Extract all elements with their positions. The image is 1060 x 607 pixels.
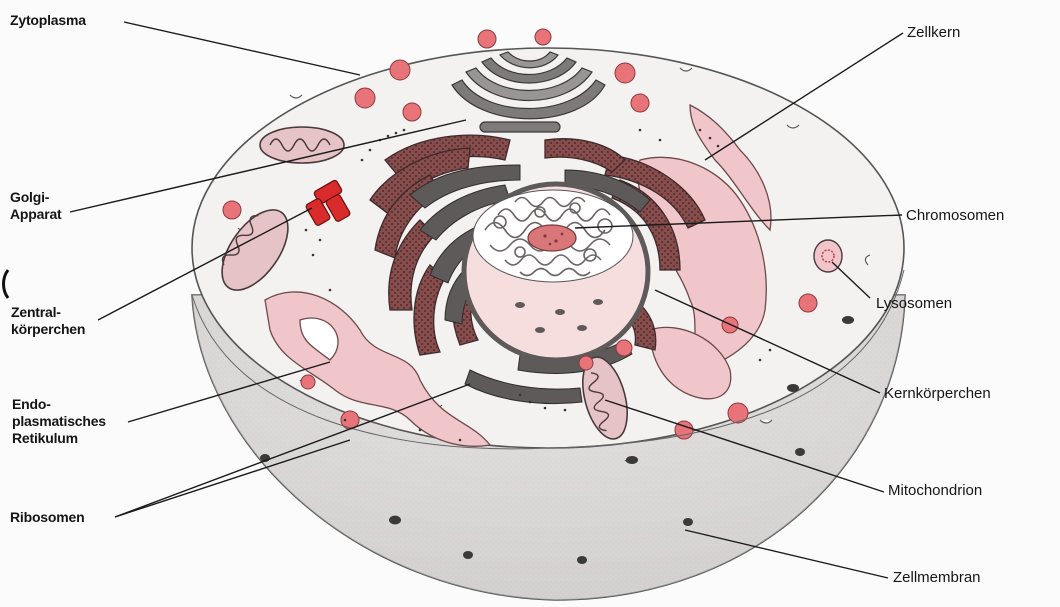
label-ribosomen: Ribosomen [10,509,84,526]
label-zentral-line2: körperchen [11,321,85,338]
label-zentral-line1: Zentral- [11,304,85,321]
label-lysosomen: Lysosomen [876,295,952,312]
label-golgi-apparat: Golgi- Apparat [10,189,62,223]
label-zytoplasma: Zytoplasma [10,12,86,29]
kernkoerperchen [528,225,576,251]
label-mitochondrion: Mitochondrion [888,482,982,499]
edge-fragment [4,270,9,298]
label-endo-line2: plasmatisches [12,413,106,430]
label-zellkern: Zellkern [907,24,960,41]
label-golgi-line2: Apparat [10,206,62,223]
label-endo-line1: Endo- [12,396,106,413]
label-zellmembran: Zellmembran [893,569,981,586]
label-zentralkoerperchen: Zentral- körperchen [11,304,85,338]
label-chromosomen: Chromosomen [906,207,1004,224]
label-kernkoerperchen: Kernkörperchen [884,385,991,402]
label-endoplasmatisches-retikulum: Endo- plasmatisches Retikulum [12,396,106,447]
label-endo-line3: Retikulum [12,430,106,447]
label-golgi-line1: Golgi- [10,189,62,206]
